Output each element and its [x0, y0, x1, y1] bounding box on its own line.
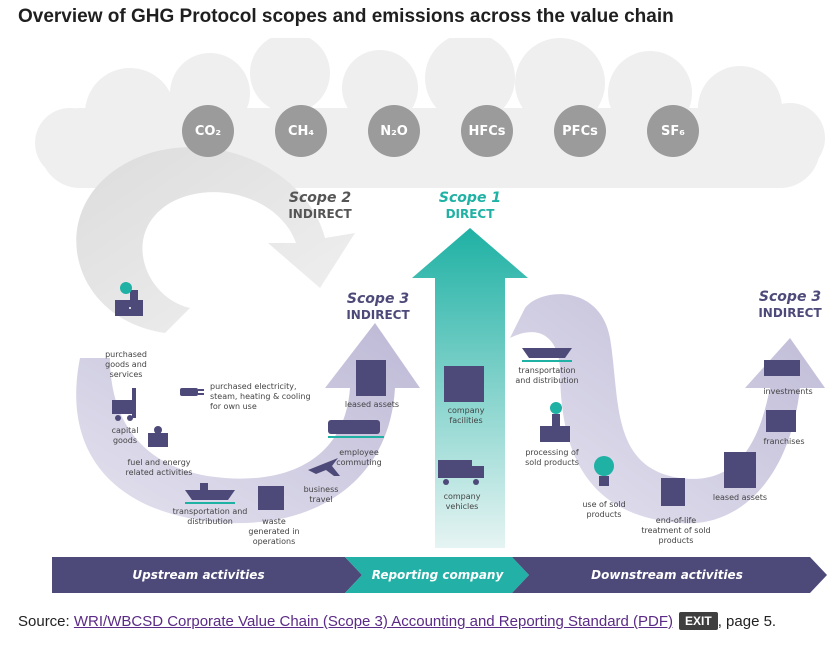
- exit-badge[interactable]: EXIT: [679, 612, 718, 630]
- diagram-artwork: [35, 38, 827, 593]
- scope1-kind: DIRECT: [445, 207, 495, 221]
- gas-pfcs: PFCs: [554, 105, 606, 157]
- scope1-heading: Scope 1 DIRECT: [420, 190, 520, 221]
- label-transport-downstream: transportation and distribution: [515, 366, 579, 385]
- band-downstream-shape: [512, 557, 827, 593]
- airplane-icon: [308, 458, 340, 476]
- source-suffix: , page 5.: [717, 613, 777, 630]
- scope3-downstream-heading: Scope 3 INDIRECT: [740, 289, 835, 320]
- label-waste: waste generated in operations: [248, 517, 300, 546]
- label-processing: processing of sold products: [525, 448, 579, 467]
- truck-icon: [438, 460, 484, 485]
- label-investments: investments: [763, 387, 813, 396]
- scope2-heading: Scope 2 INDIRECT: [270, 190, 370, 221]
- forklift-icon: [112, 388, 136, 421]
- coal-cart-icon: [148, 426, 168, 447]
- gas-ch4: CH₄: [275, 105, 327, 157]
- source-line: Source: WRI/WBCSD Corporate Value Chain …: [18, 612, 776, 630]
- money-icon: [764, 360, 800, 376]
- waste-bin-icon: [258, 486, 284, 510]
- label-leased-assets-downstream: leased assets: [712, 493, 768, 502]
- source-link[interactable]: WRI/WBCSD Corporate Value Chain (Scope 3…: [73, 613, 674, 630]
- gas-n2o: N₂O: [368, 105, 420, 157]
- band-reporting: Reporting company: [371, 568, 504, 582]
- label-fuel-energy: fuel and energy related activities: [125, 458, 193, 477]
- building-down-icon: [724, 452, 756, 488]
- label-transport-upstream: transportation and distribution: [172, 507, 248, 526]
- label-leased-assets-upstream: leased assets: [344, 400, 400, 409]
- label-business-travel: business travel: [303, 485, 339, 504]
- gas-sf6: SF₆: [647, 105, 699, 157]
- label-company-facilities: company facilities: [447, 406, 485, 425]
- label-purchased-goods: purchased goods and services: [105, 350, 147, 379]
- ghg-scopes-diagram: CO₂ CH₄ N₂O HFCs PFCs SF₆ Scope 2 INDIRE…: [0, 38, 835, 598]
- label-end-of-life: end-of-life treatment of sold products: [641, 516, 711, 545]
- facility-icon: [444, 366, 484, 402]
- scope3-downstream-number: Scope 3: [758, 289, 822, 305]
- label-employee-commuting: employee commuting: [336, 448, 382, 467]
- gas-hfcs: HFCs: [461, 105, 513, 157]
- scope2-number: Scope 2: [288, 190, 352, 206]
- factory-icon: [115, 282, 143, 316]
- band-upstream-shape: [52, 557, 362, 593]
- recycle-bin-icon: [661, 478, 685, 506]
- figure-title: Overview of GHG Protocol scopes and emis…: [18, 6, 674, 27]
- band-downstream: Downstream activities: [591, 568, 743, 582]
- scope1-number: Scope 1: [438, 190, 502, 206]
- band-upstream: Upstream activities: [132, 568, 265, 582]
- label-purchased-electricity: purchased electricity, steam, heating & …: [210, 382, 311, 411]
- label-capital-goods: capital goods: [111, 426, 139, 445]
- band-reporting-shape: [345, 557, 529, 593]
- label-company-vehicles: company vehicles: [443, 492, 481, 511]
- building-icon: [356, 360, 386, 396]
- scope2-kind: INDIRECT: [288, 207, 352, 221]
- train-icon: [328, 420, 384, 438]
- source-prefix: Source:: [18, 613, 74, 630]
- store-icon: [766, 410, 796, 432]
- gas-co2: CO₂: [182, 105, 234, 157]
- scope3-upstream-heading: Scope 3 INDIRECT: [328, 291, 428, 322]
- label-franchises: franchises: [763, 437, 805, 446]
- scope3-upstream-number: Scope 3: [346, 291, 410, 307]
- ship-icon: [185, 483, 235, 504]
- label-use-of-sold: use of sold products: [582, 500, 626, 519]
- ship-down-icon: [522, 348, 572, 362]
- plug-icon: [180, 388, 204, 396]
- scope3-upstream-kind: INDIRECT: [346, 308, 410, 322]
- scope3-downstream-kind: INDIRECT: [758, 306, 822, 320]
- bulb-icon: [594, 456, 614, 486]
- factory-down-icon: [540, 402, 570, 442]
- scope2-arrow: [76, 147, 355, 333]
